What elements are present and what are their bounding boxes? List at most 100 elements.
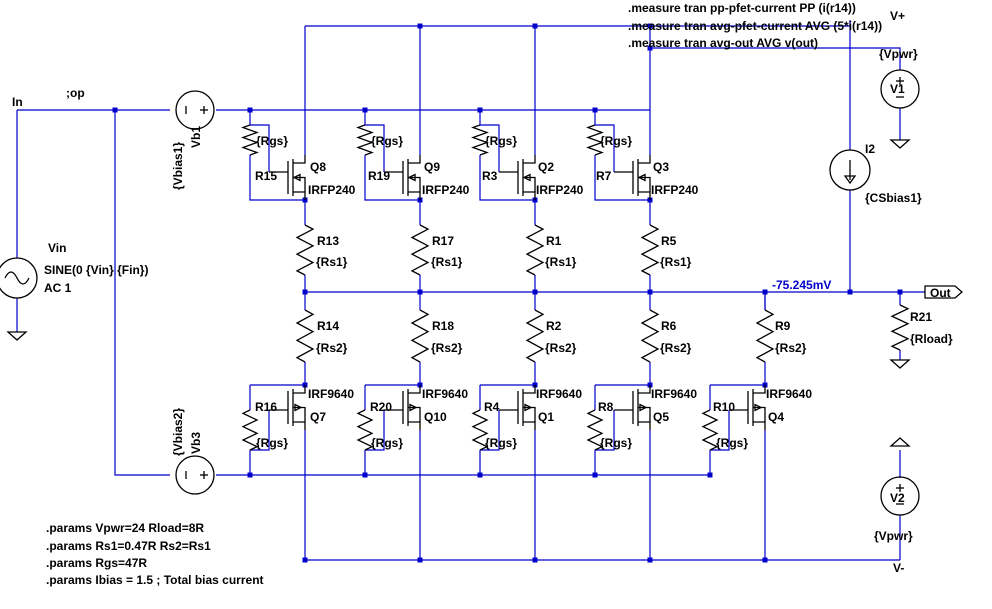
r9-name: R9	[775, 319, 791, 333]
junction-dot	[417, 23, 423, 29]
mosfet-arrow	[409, 403, 418, 412]
mosfet-lead	[638, 385, 651, 394]
resistor-symbol	[356, 124, 374, 156]
voltage-source-circle	[175, 455, 215, 495]
junction-dot	[112, 107, 118, 113]
wire	[710, 410, 730, 451]
r3-value: {Rgs}	[485, 134, 517, 148]
junction-dot	[247, 107, 253, 113]
power-flag	[889, 437, 911, 447]
resistor-symbol	[410, 224, 430, 276]
wire	[249, 155, 305, 201]
params-directive-2: .params Rs1=0.47R Rs2=Rs1	[46, 539, 211, 553]
wires	[16, 20, 925, 563]
ground-symbol	[889, 139, 911, 149]
r18-value: {Rs2}	[431, 341, 463, 355]
mosfet-arrow	[754, 403, 763, 412]
resistor-symbol	[295, 224, 315, 276]
junction-dot	[897, 289, 903, 295]
voltage-source-circle	[175, 90, 215, 130]
resistor-symbol	[241, 409, 259, 451]
v1-value: {Vpwr}	[879, 47, 918, 61]
q4-name: Q4	[768, 410, 784, 424]
r7-name: R7	[596, 169, 612, 183]
junction-dot	[362, 472, 368, 478]
resistor-symbol	[701, 409, 719, 451]
r19-value: {Rgs}	[371, 134, 403, 148]
resistor-symbol	[295, 309, 315, 363]
junction-dot	[762, 289, 768, 295]
resistor-symbol	[525, 309, 545, 363]
wire	[364, 155, 420, 201]
resistor-symbol	[586, 124, 604, 156]
voltage-source-circle	[880, 476, 920, 516]
q8-part: IRFP240	[308, 183, 356, 197]
net-label-out: Out	[930, 286, 951, 300]
r16-name: R16	[255, 400, 277, 414]
r7-value: {Rgs}	[600, 134, 632, 148]
r18-name: R18	[432, 319, 454, 333]
q9-part: IRFP240	[422, 183, 470, 197]
params-directive-4: .params Ibias = 1.5 ; Total bias current	[46, 573, 264, 587]
wire	[595, 124, 615, 172]
mosfet-body	[293, 176, 306, 192]
r6-value: {Rs2}	[660, 341, 692, 355]
params-directive-3: .params Rgs=47R	[46, 556, 147, 570]
q1-part: IRF9640	[536, 387, 582, 401]
r13-value: {Rs1}	[316, 255, 348, 269]
junction-dot	[847, 289, 853, 295]
current-arrowhead	[843, 175, 857, 185]
measure-directive-1: .measure tran pp-pfet-current PP (i(r14)…	[628, 1, 856, 15]
wire	[480, 410, 500, 451]
mosfet-lead	[408, 385, 421, 394]
r4-value: {Rgs}	[485, 436, 517, 450]
resistor-symbol	[586, 409, 604, 451]
mosfet-body	[408, 406, 421, 422]
vb3-value: {Vbias2}	[171, 408, 185, 456]
resistor-symbol	[356, 409, 374, 451]
mosfet-lead	[523, 385, 536, 394]
mosfet-lead	[408, 155, 421, 164]
resistor-symbol	[241, 124, 259, 156]
resistor-symbol	[640, 224, 660, 276]
mosfet-body	[523, 176, 536, 192]
i2-value: {CSbias1}	[865, 191, 922, 205]
mosfet-lead	[523, 155, 536, 164]
vin-value: SINE(0 {Vin} {Fin})	[44, 263, 148, 277]
q10-part: IRF9640	[422, 387, 468, 401]
wire	[479, 155, 535, 201]
junction-dot	[707, 472, 713, 478]
mosfet-lead	[523, 421, 536, 430]
q5-name: Q5	[653, 410, 669, 424]
r6-name: R6	[661, 319, 677, 333]
r20-name: R20	[370, 400, 392, 414]
junction-dot	[302, 557, 308, 563]
wire	[250, 124, 270, 172]
junction-dot	[247, 472, 253, 478]
q1-name: Q1	[538, 410, 554, 424]
q7-part: IRF9640	[308, 387, 354, 401]
resistor-symbol	[471, 409, 489, 451]
wire	[365, 410, 385, 451]
r10-value: {Rgs}	[716, 436, 748, 450]
out-port-flag	[924, 285, 963, 299]
mosfet-lead	[293, 421, 306, 430]
mosfet-lead	[753, 421, 766, 430]
wire	[250, 410, 270, 451]
v1-name: V1	[890, 82, 905, 96]
q5-part: IRF9640	[651, 387, 697, 401]
sine-wave-glyph	[4, 271, 30, 285]
vin-ac: AC 1	[44, 281, 72, 295]
mosfet-lead	[293, 385, 306, 394]
ground-symbol	[889, 359, 911, 369]
junction-dot	[592, 472, 598, 478]
resistor-symbol	[755, 309, 775, 363]
r19-name: R19	[368, 169, 390, 183]
r15-value: {Rgs}	[256, 134, 288, 148]
junction-dot	[362, 107, 368, 113]
wire	[114, 110, 170, 476]
vin-name: Vin	[48, 241, 66, 255]
labels: .measure tran pp-pfet-current PP (i(r14)…	[12, 1, 953, 587]
mosfet-arrow	[407, 173, 416, 182]
